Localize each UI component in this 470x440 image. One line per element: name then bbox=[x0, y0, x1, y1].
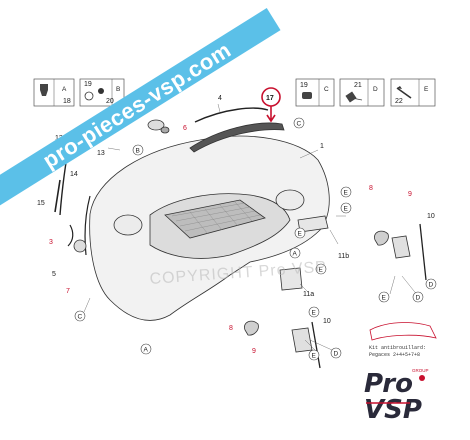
kit-caption: Kit antibrouillard: Pegaces 2+4+5+7+8 bbox=[369, 322, 437, 358]
callout-14: 14 bbox=[70, 171, 78, 178]
callout-17-highlight[interactable]: 17 bbox=[261, 87, 281, 123]
tow-cap-2 bbox=[147, 119, 165, 131]
fog-strip-10-lower bbox=[311, 321, 321, 369]
circle-letter-e: E bbox=[382, 295, 387, 302]
callout-7: 7 bbox=[66, 288, 70, 295]
arrow-down-icon bbox=[266, 106, 276, 123]
brand-tagline: GROUP bbox=[412, 368, 429, 373]
callout-10-upper: 10 bbox=[427, 213, 435, 220]
box-bottom-number: 18 bbox=[63, 98, 71, 105]
car-outline-icon bbox=[369, 322, 437, 341]
brand-pro: Pro bbox=[364, 369, 413, 399]
washer-icon bbox=[84, 91, 94, 101]
part-box-a: A 18 bbox=[33, 78, 75, 107]
circle-letter-e: E bbox=[344, 190, 349, 197]
clip-icon bbox=[40, 84, 48, 96]
part-box-d: 21 D bbox=[339, 78, 385, 107]
callout-3: 3 bbox=[49, 239, 53, 246]
part-box-e: E 22 bbox=[390, 78, 436, 107]
caption-line-2: Pegaces 2+4+5+7+8 bbox=[369, 352, 420, 358]
circle-letter-a: A bbox=[293, 251, 298, 258]
circle-letter-e: E bbox=[319, 267, 324, 274]
box-top-number: 19 bbox=[84, 81, 92, 88]
callout-13: 13 bbox=[97, 150, 105, 157]
callout-4: 4 bbox=[218, 95, 222, 102]
circle-letter-e: E bbox=[344, 206, 349, 213]
fog-light-8-upper bbox=[374, 230, 389, 246]
circle-letter-a: A bbox=[144, 347, 149, 354]
box-top-number: 19 bbox=[300, 82, 308, 89]
box-bottom-number: 22 bbox=[395, 98, 403, 105]
circle-letter-c: C bbox=[78, 314, 83, 321]
circle-letter-b: B bbox=[136, 148, 140, 155]
circle-letter-e: E bbox=[298, 231, 303, 238]
box-letter: A bbox=[62, 86, 67, 93]
callout-15: 15 bbox=[37, 200, 45, 207]
circle-letter-e: E bbox=[312, 310, 317, 317]
circle-letter-d: D bbox=[416, 295, 421, 302]
fog-strip-10-upper bbox=[419, 223, 427, 281]
fog-cover-3 bbox=[67, 224, 74, 247]
box-letter: D bbox=[373, 86, 378, 93]
part-box-c: 19 C bbox=[295, 78, 335, 107]
callout-10-lower: 10 bbox=[323, 318, 331, 325]
bumper-drawing bbox=[54, 103, 427, 369]
callout-1: 1 bbox=[320, 143, 324, 150]
callout-9-lower: 9 bbox=[252, 348, 256, 355]
brand-vsp: VSP bbox=[364, 395, 422, 425]
screw-icon bbox=[98, 88, 104, 94]
box-top-number: 21 bbox=[354, 82, 362, 89]
circled-letters: C B C A A E E E E E D D E E D bbox=[74, 117, 437, 361]
circle-letter-d: D bbox=[334, 351, 339, 358]
fog-ring-5 bbox=[73, 239, 87, 253]
rivet-icon bbox=[345, 91, 363, 103]
fog-light-8-lower bbox=[244, 320, 259, 336]
brand-logo: GROUP Pro VSP bbox=[364, 368, 429, 425]
box-letter: C bbox=[324, 86, 329, 93]
fog-bracket-9-lower bbox=[291, 327, 313, 353]
part-box-b: 19 B 20 bbox=[79, 78, 125, 107]
box-letter: E bbox=[424, 86, 429, 93]
bracket-11a bbox=[279, 267, 303, 291]
brand-dot-icon bbox=[419, 375, 425, 381]
bumper-lip bbox=[189, 122, 285, 153]
box-bottom-number: 20 bbox=[106, 98, 114, 105]
callout-8-lower: 8 bbox=[229, 325, 233, 332]
box-letter: B bbox=[116, 86, 120, 93]
fog-bracket-9-upper bbox=[391, 235, 411, 259]
callout-11a: 11a bbox=[303, 291, 314, 298]
bolt-icon bbox=[396, 87, 412, 99]
nut-icon bbox=[302, 92, 312, 99]
upper-bar-4 bbox=[194, 107, 269, 123]
callout-17-label: 17 bbox=[266, 95, 274, 102]
callout-8-upper: 8 bbox=[369, 185, 373, 192]
circle-letter-c: C bbox=[297, 121, 302, 128]
circle-letter-e: E bbox=[312, 353, 317, 360]
caption-line-1: Kit antibrouillard: bbox=[369, 345, 426, 351]
callout-5: 5 bbox=[52, 271, 56, 278]
callout-11b: 11b bbox=[338, 253, 349, 260]
callout-9-upper: 9 bbox=[408, 191, 412, 198]
callout-6: 6 bbox=[183, 125, 187, 132]
circle-letter-d: D bbox=[429, 282, 434, 289]
side-trim-14 bbox=[84, 195, 91, 256]
